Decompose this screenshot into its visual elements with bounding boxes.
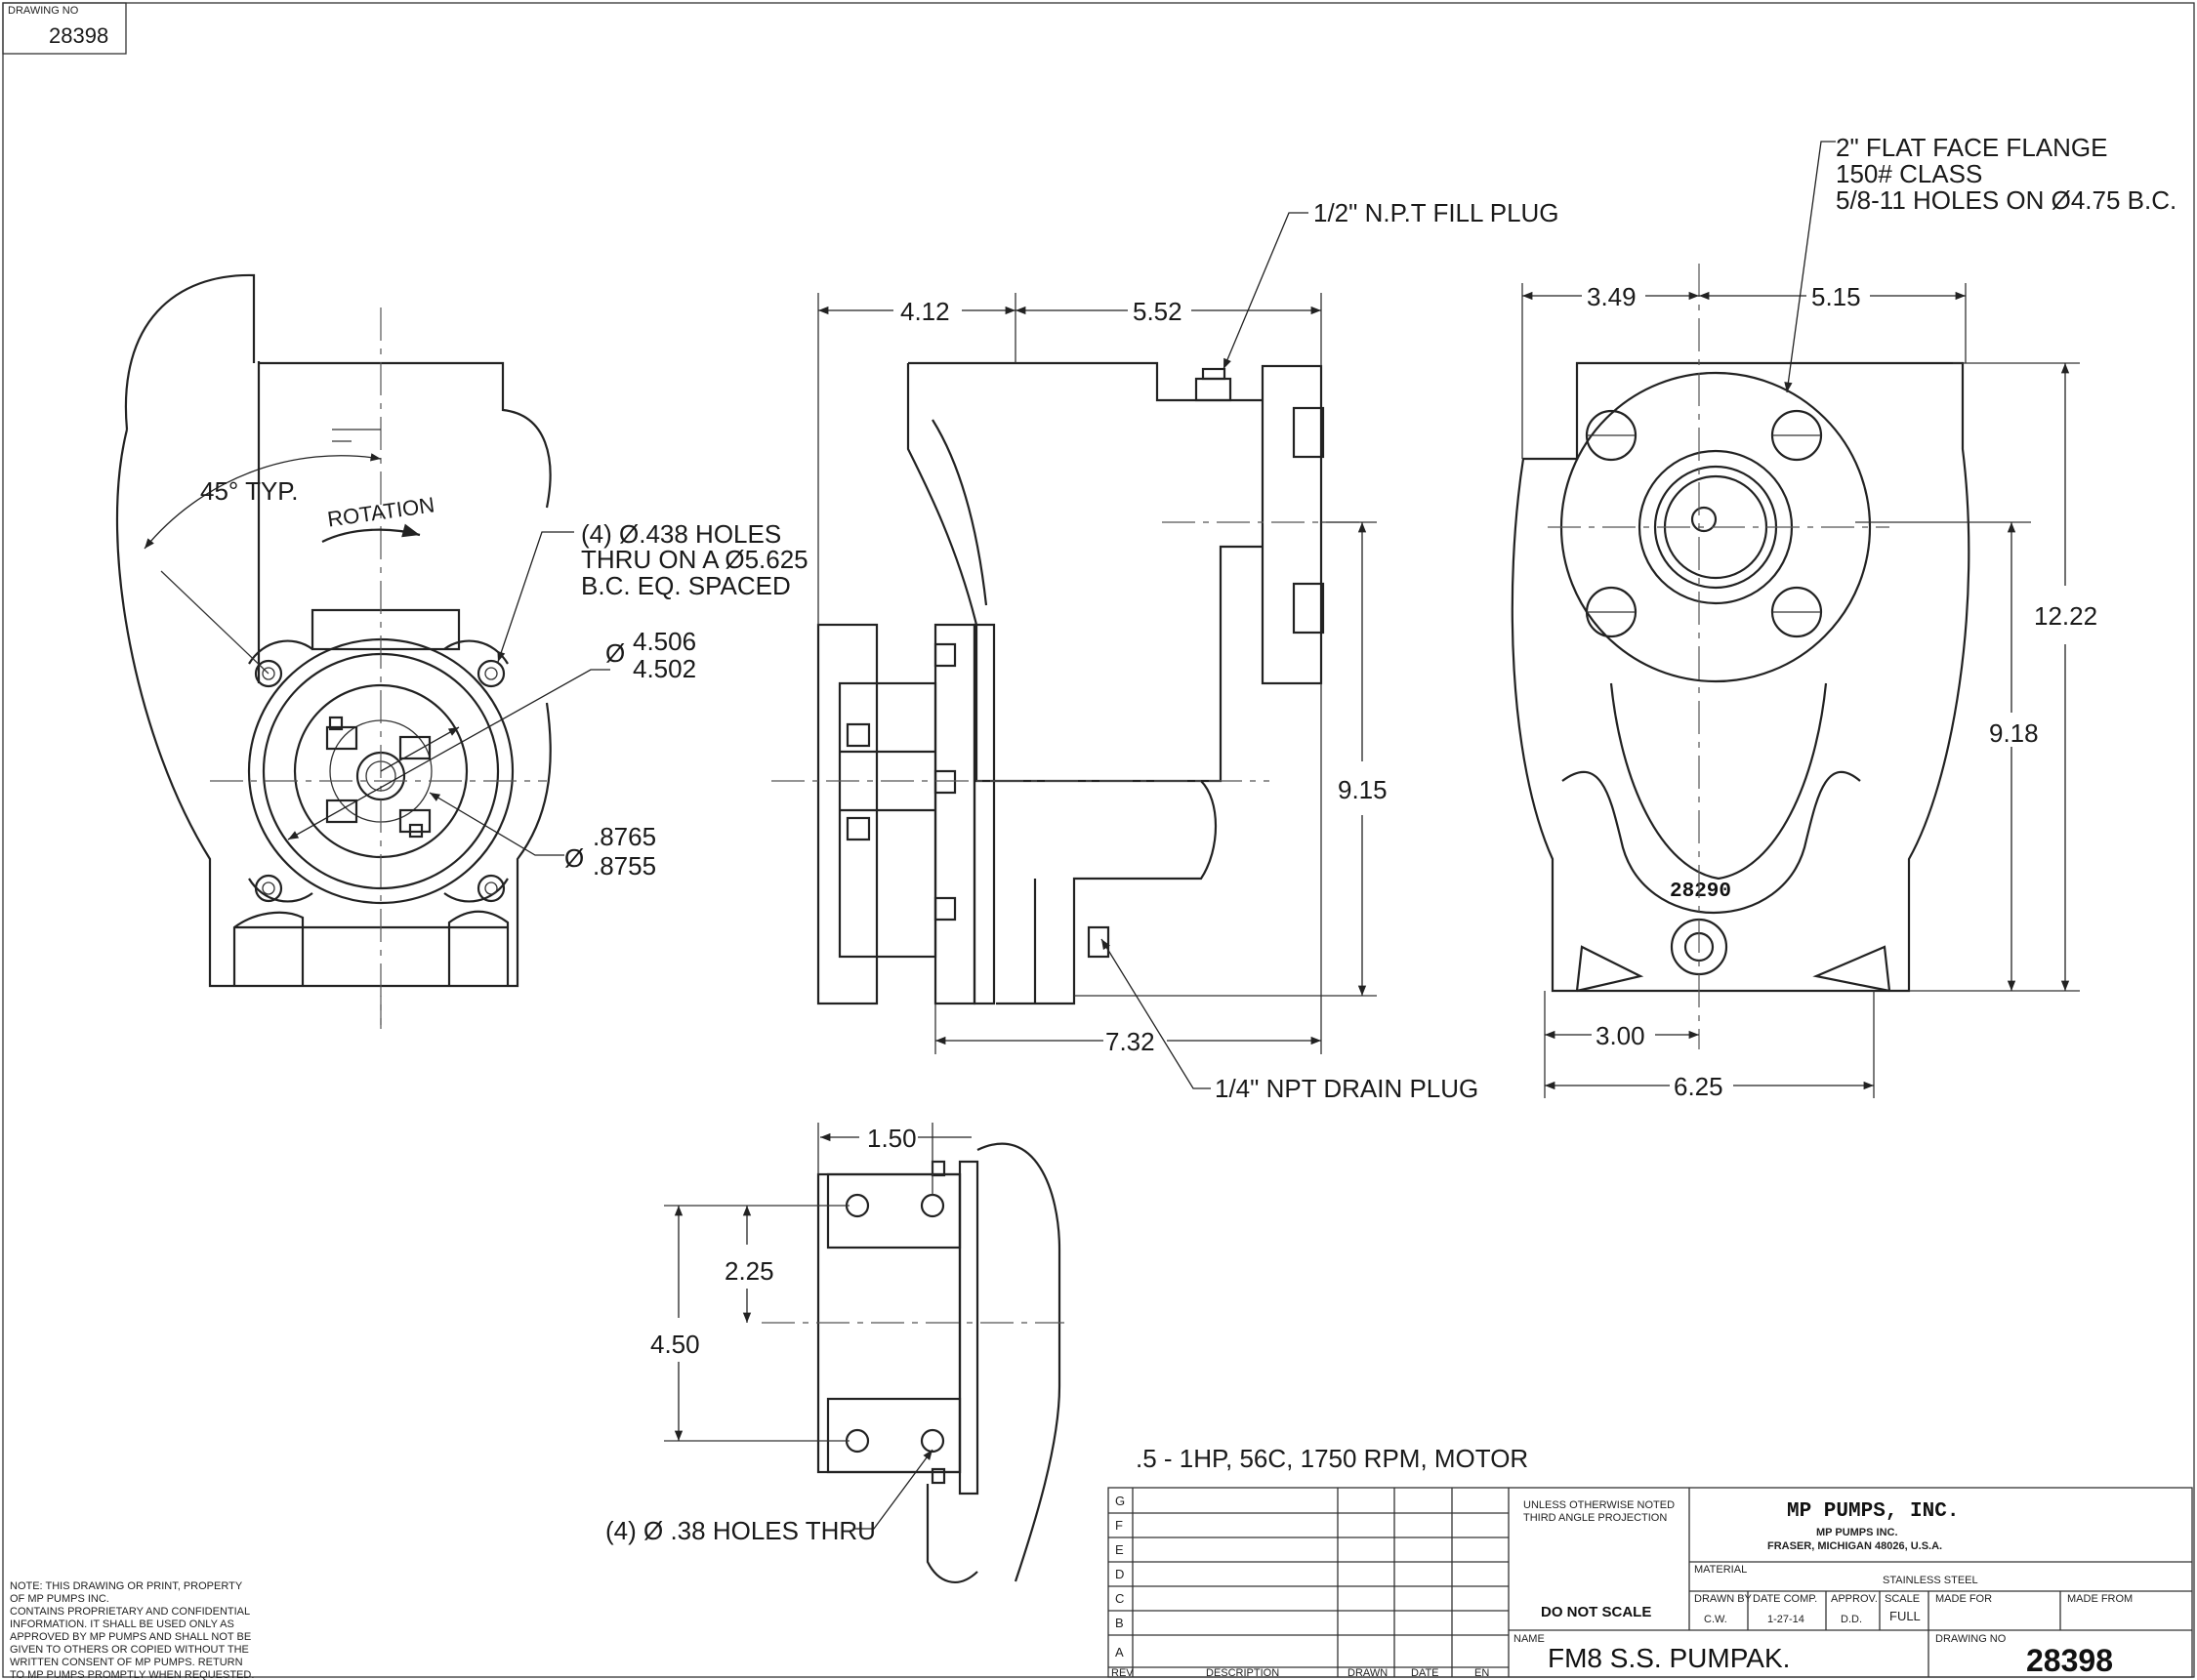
end-dim-12-22: 12.22	[2034, 601, 2097, 631]
shaft-dia-symbol: Ø	[564, 843, 584, 873]
svg-text:C.W.: C.W.	[1704, 1614, 1727, 1625]
svg-text:E: E	[1115, 1542, 1124, 1557]
svg-text:FULL: FULL	[1889, 1609, 1921, 1623]
end-dim-5-15: 5.15	[1811, 282, 1861, 311]
svg-text:MATERIAL: MATERIAL	[1694, 1564, 1747, 1576]
svg-text:OF MP PUMPS INC.: OF MP PUMPS INC.	[10, 1593, 109, 1605]
flange-note-1: 2" FLAT FACE FLANGE	[1836, 133, 2107, 162]
svg-text:C: C	[1115, 1591, 1124, 1606]
part-name: FM8 S.S. PUMPAK.	[1548, 1643, 1790, 1673]
svg-text:1-27-14: 1-27-14	[1767, 1614, 1804, 1625]
motor-note: .5 - 1HP, 56C, 1750 RPM, MOTOR	[1136, 1444, 1528, 1473]
shaft-dia-min: .8755	[593, 851, 656, 881]
end-dim-3-49: 3.49	[1587, 282, 1637, 311]
svg-text:DRAWING NO: DRAWING NO	[1935, 1633, 2007, 1645]
svg-text:DRAWN BY: DRAWN BY	[1694, 1593, 1753, 1605]
svg-text:MADE FOR: MADE FOR	[1935, 1593, 1992, 1605]
side-dim-9-15: 9.15	[1338, 775, 1388, 804]
svg-text:EN: EN	[1474, 1667, 1489, 1679]
fill-plug-label: 1/2" N.P.T FILL PLUG	[1313, 198, 1559, 227]
svg-text:MADE FROM: MADE FROM	[2067, 1593, 2133, 1605]
svg-text:D: D	[1115, 1567, 1124, 1581]
property-note: NOTE: THIS DRAWING OR PRINT, PROPERTY OF…	[10, 1580, 254, 1680]
svg-text:GIVEN TO OTHERS OR COPIED WITH: GIVEN TO OTHERS OR COPIED WITHOUT THE	[10, 1644, 249, 1656]
svg-text:A: A	[1115, 1645, 1124, 1660]
svg-text:F: F	[1115, 1518, 1123, 1533]
side-dim-7-32: 7.32	[1105, 1027, 1155, 1056]
svg-text:B: B	[1115, 1616, 1124, 1630]
svg-text:CONTAINS PROPRIETARY AND CONF: CONTAINS PROPRIETARY AND CONFIDENTIAL	[10, 1606, 250, 1618]
discharge-view: 28290 3.49 5.15 2" FLAT FACE FLANGE 150#…	[1511, 133, 2176, 1101]
pilot-dia-symbol: Ø	[605, 638, 625, 668]
front-holes-note-3: B.C. EQ. SPACED	[581, 571, 791, 600]
front-holes-note-1: (4) Ø.438 HOLES	[581, 519, 781, 549]
svg-text:MP PUMPS INC.: MP PUMPS INC.	[1816, 1527, 1898, 1538]
svg-text:STAINLESS STEEL: STAINLESS STEEL	[1883, 1575, 1978, 1586]
title-block: G F E D C B A REV DESCRIPTION DRAWN DATE…	[1107, 1487, 2193, 1679]
side-dim-5-52: 5.52	[1133, 297, 1182, 326]
svg-text:DESCRIPTION: DESCRIPTION	[1206, 1667, 1279, 1679]
svg-text:D.D.: D.D.	[1841, 1614, 1862, 1625]
base-dim-4-50: 4.50	[650, 1330, 700, 1359]
rotation-arrow	[321, 523, 421, 543]
base-dim-1-50: 1.50	[867, 1124, 917, 1153]
svg-text:FRASER, MICHIGAN 48026, U.S.A: FRASER, MICHIGAN 48026, U.S.A.	[1767, 1540, 1942, 1552]
svg-text:NAME: NAME	[1513, 1633, 1545, 1645]
end-dim-6-25: 6.25	[1674, 1072, 1723, 1101]
drawing-number-box: DRAWING NO 28398	[2, 2, 127, 55]
side-view: 4.12 5.52 1/2" N.P.T FILL PLUG 9.15 7.32…	[771, 198, 1559, 1103]
svg-text:G: G	[1115, 1494, 1125, 1508]
svg-text:SCALE: SCALE	[1885, 1593, 1920, 1605]
svg-text:DATE: DATE	[1411, 1667, 1439, 1679]
pilot-dia-max: 4.506	[633, 627, 696, 656]
svg-text:APPROVED BY MP PUMPS AND SHALL: APPROVED BY MP PUMPS AND SHALL NOT BE	[10, 1631, 251, 1643]
svg-text:DRAWN: DRAWN	[1347, 1667, 1388, 1679]
svg-text:APPROV.: APPROV.	[1831, 1593, 1878, 1605]
drawing-no-caption: DRAWING NO	[8, 5, 79, 17]
end-dim-3-00: 3.00	[1596, 1021, 1645, 1050]
base-holes-note: (4) Ø .38 HOLES THRU	[605, 1516, 876, 1545]
svg-text:DO NOT SCALE: DO NOT SCALE	[1541, 1604, 1651, 1620]
flange-note-3: 5/8-11 HOLES ON Ø4.75 B.C.	[1836, 185, 2176, 215]
svg-text:REV: REV	[1111, 1667, 1134, 1679]
flange-note-2: 150# CLASS	[1836, 159, 1982, 188]
svg-text:NOTE: THIS DRAWING OR PRINT, P: NOTE: THIS DRAWING OR PRINT, PROPERTY	[10, 1580, 243, 1592]
base-view: 1.50 2.25 4.50 (4) Ø .38 HOLES THRU	[605, 1123, 1064, 1583]
svg-text:DATE COMP.: DATE COMP.	[1753, 1593, 1817, 1605]
svg-text:INFORMATION. IT SHALL BE USED: INFORMATION. IT SHALL BE USED ONLY AS	[10, 1619, 234, 1630]
svg-text:MP PUMPS, INC.: MP PUMPS, INC.	[1787, 1500, 1959, 1523]
title-drawing-no: 28398	[2026, 1643, 2113, 1678]
svg-text:THIRD ANGLE PROJECTION: THIRD ANGLE PROJECTION	[1523, 1512, 1667, 1524]
svg-text:UNLESS OTHERWISE NOTED: UNLESS OTHERWISE NOTED	[1523, 1499, 1675, 1511]
svg-text:TO MP PUMPS PROMPTLY WHEN REQU: TO MP PUMPS PROMPTLY WHEN REQUESTED.	[10, 1669, 254, 1680]
shaft-dia-max: .8765	[593, 822, 656, 851]
pilot-dia-min: 4.502	[633, 654, 696, 683]
drawing-no-top: 28398	[49, 23, 108, 48]
svg-text:WRITTEN CONSENT OF MP PUMPS. R: WRITTEN CONSENT OF MP PUMPS. RETURN	[10, 1657, 243, 1668]
angle-45-label: 45° TYP.	[200, 476, 299, 506]
front-view: 45° TYP. ROTATION (4) Ø.438 HOLES THRU O…	[115, 273, 808, 1035]
front-holes-note-2: THRU ON A Ø5.625	[581, 545, 808, 574]
drain-plug-label: 1/4" NPT DRAIN PLUG	[1215, 1074, 1478, 1103]
casting-number: 28290	[1670, 881, 1731, 903]
side-dim-4-12: 4.12	[900, 297, 950, 326]
end-dim-9-18: 9.18	[1989, 718, 2039, 748]
base-dim-2-25: 2.25	[725, 1256, 774, 1286]
